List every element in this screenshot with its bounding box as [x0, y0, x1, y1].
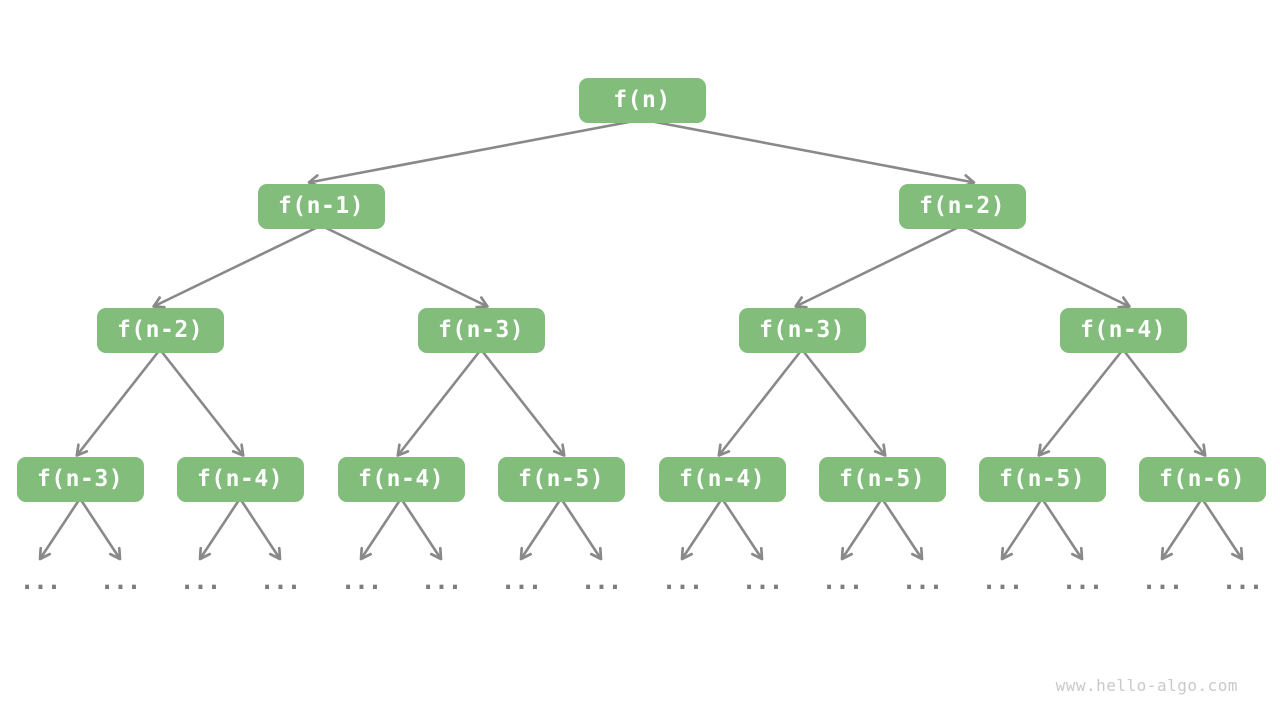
edge-arrow: [1121, 348, 1207, 457]
ellipsis-leaf: ...: [981, 567, 1023, 595]
ellipsis-leaf: ...: [901, 567, 943, 595]
ellipsis-leaf: ...: [340, 567, 382, 595]
edge-arrow: [307, 118, 643, 188]
edge-arrow: [519, 497, 563, 561]
ellipsis-leaf: ...: [1141, 567, 1183, 595]
edge-arrow: [794, 224, 963, 309]
ellipsis-leaf: ...: [99, 567, 141, 595]
tree-node: f(n-5): [978, 456, 1106, 502]
edge-arrow: [1160, 497, 1204, 561]
ellipsis-leaf: ...: [821, 567, 863, 595]
edge-arrow: [961, 224, 1131, 309]
ellipsis-leaf: ...: [1221, 567, 1263, 595]
edge-arrow: [840, 497, 884, 561]
tree-node: f(n-4): [337, 456, 465, 502]
tree-node: f(n-4): [176, 456, 304, 502]
tree-node: f(n-3): [16, 456, 144, 502]
watermark: www.hello-algo.com: [1055, 676, 1238, 695]
edge-arrow: [479, 348, 566, 457]
tree-node: f(n-5): [818, 456, 946, 502]
edge-arrow: [720, 497, 764, 561]
tree-node: f(n-3): [417, 307, 545, 353]
ellipsis-leaf: ...: [741, 567, 783, 595]
tree-node: f(n-3): [738, 307, 866, 353]
edge-arrow: [38, 497, 82, 561]
tree-node: f(n-5): [497, 456, 625, 502]
edge-arrow: [238, 497, 282, 561]
edge-arrow: [559, 497, 603, 561]
edge-arrow: [198, 497, 242, 561]
edge-arrow: [1037, 348, 1125, 457]
ellipsis-leaf: ...: [179, 567, 221, 595]
tree-node: f(n): [578, 77, 706, 123]
edge-arrow: [641, 118, 976, 188]
edge-arrow: [680, 497, 724, 561]
edge-arrow: [1040, 497, 1084, 561]
edge-arrow: [320, 224, 489, 309]
edge-arrow: [78, 497, 122, 561]
ellipsis-leaf: ...: [580, 567, 622, 595]
tree-node: f(n-4): [658, 456, 786, 502]
tree-node: f(n-6): [1138, 456, 1266, 502]
edge-arrow: [396, 348, 483, 457]
edge-arrow: [1000, 497, 1044, 561]
edge-arrow: [399, 497, 443, 561]
edge-arrow: [158, 348, 245, 457]
edge-arrow: [359, 497, 403, 561]
edge-arrow: [152, 224, 322, 309]
ellipsis-leaf: ...: [259, 567, 301, 595]
tree-node: f(n-1): [257, 183, 385, 229]
edge-arrow: [800, 348, 887, 457]
ellipsis-leaf: ...: [420, 567, 462, 595]
edge-arrow: [75, 348, 162, 457]
edge-arrow: [1200, 497, 1244, 561]
tree-node: f(n-2): [96, 307, 224, 353]
ellipsis-leaf: ...: [19, 567, 61, 595]
ellipsis-leaf: ...: [661, 567, 703, 595]
ellipsis-leaf: ...: [500, 567, 542, 595]
edge-arrow: [717, 348, 804, 457]
tree-node: f(n-4): [1059, 307, 1187, 353]
tree-node: f(n-2): [898, 183, 1026, 229]
ellipsis-leaf: ...: [1061, 567, 1103, 595]
edge-arrow: [880, 497, 924, 561]
